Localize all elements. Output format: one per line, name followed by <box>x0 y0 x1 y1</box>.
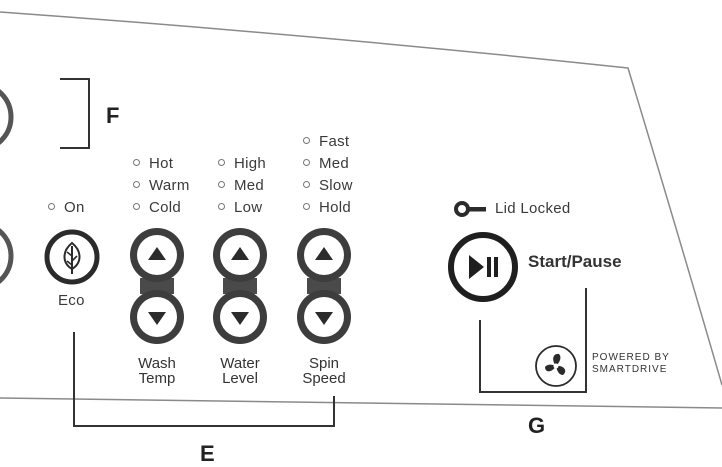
indicator-dot <box>218 158 225 166</box>
indicator-dot <box>218 180 225 188</box>
wash-temp-caption: Wash Temp <box>138 355 176 387</box>
wash-temp-option: Warm <box>133 175 190 197</box>
wash-temp-stepper <box>130 228 184 344</box>
leaf-icon <box>63 241 81 274</box>
spin-speed-down-button[interactable] <box>304 297 344 337</box>
indicator-dot <box>48 202 55 210</box>
spin-speed-option: Slow <box>303 175 353 197</box>
indicator-dot <box>218 202 225 210</box>
water-level-caption: Water Level <box>220 355 260 387</box>
key-icon <box>454 201 486 217</box>
spin-speed-caption: Spin Speed <box>302 355 346 387</box>
callout-g: G <box>528 413 546 438</box>
eco-label: Eco <box>58 292 85 309</box>
left-knob-bottom[interactable] <box>0 223 14 289</box>
spin-speed-option: Hold <box>303 197 353 219</box>
bracket-f <box>60 78 90 149</box>
spin-speed-options: Fast Med Slow Hold <box>303 131 353 219</box>
indicator-dot <box>303 158 310 166</box>
arrow-up-icon <box>231 247 249 260</box>
arrow-up-icon <box>148 247 166 260</box>
water-level-stepper <box>213 228 267 344</box>
bracket-g <box>479 288 587 393</box>
spin-speed-stepper <box>297 228 351 344</box>
arrow-down-icon <box>148 312 166 325</box>
callout-f: F <box>106 103 120 128</box>
start-pause-label: Start/Pause <box>528 252 622 271</box>
eco-on-indicator: On <box>48 197 85 219</box>
fan-icon <box>535 345 577 387</box>
spin-speed-up-button[interactable] <box>304 235 344 275</box>
indicator-dot <box>133 180 140 188</box>
indicator-dot <box>303 202 310 210</box>
water-level-option: High <box>218 153 266 175</box>
spin-speed-option: Fast <box>303 131 353 153</box>
water-level-options: High Med Low <box>218 153 266 219</box>
indicator-dot <box>303 180 310 188</box>
play-pause-icon <box>469 255 498 279</box>
eco-button[interactable] <box>44 229 100 285</box>
wash-temp-option: Cold <box>133 197 190 219</box>
callout-e: E <box>200 441 215 466</box>
wash-temp-options: Hot Warm Cold <box>133 153 190 219</box>
wash-temp-option: Hot <box>133 153 190 175</box>
water-level-down-button[interactable] <box>220 297 260 337</box>
arrow-down-icon <box>315 312 333 325</box>
indicator-dot <box>303 136 310 144</box>
powered-by-text: POWERED BY SMARTDRIVE <box>592 352 670 375</box>
bracket-e <box>73 332 335 427</box>
arrow-down-icon <box>231 312 249 325</box>
left-knob-top[interactable] <box>0 84 14 150</box>
wash-temp-up-button[interactable] <box>137 235 177 275</box>
water-level-option: Med <box>218 175 266 197</box>
water-level-up-button[interactable] <box>220 235 260 275</box>
wash-temp-down-button[interactable] <box>137 297 177 337</box>
lid-locked-label: Lid Locked <box>495 200 571 217</box>
indicator-dot <box>133 202 140 210</box>
water-level-option: Low <box>218 197 266 219</box>
arrow-up-icon <box>315 247 333 260</box>
start-pause-button[interactable] <box>446 230 520 304</box>
indicator-dot <box>133 158 140 166</box>
eco-on-label: On <box>64 199 85 216</box>
spin-speed-option: Med <box>303 153 353 175</box>
